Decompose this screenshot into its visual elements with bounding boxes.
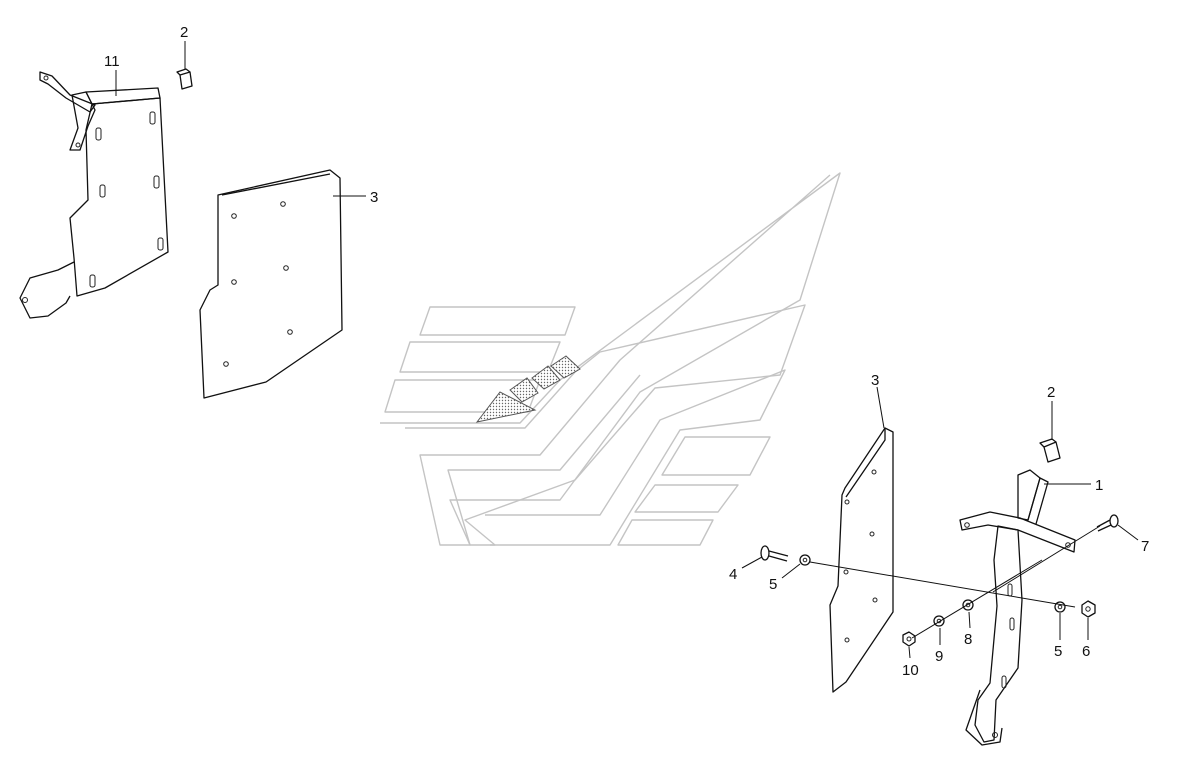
callout-4: 4 bbox=[729, 556, 763, 583]
callout-3-left: 3 bbox=[333, 189, 378, 206]
callout-label-9: 9 bbox=[935, 648, 943, 665]
washer-part-8 bbox=[962, 599, 974, 611]
callout-8: 8 bbox=[964, 611, 972, 648]
callout-label-8: 8 bbox=[964, 631, 972, 648]
callout-label-3-left: 3 bbox=[370, 189, 378, 206]
callout-label-2-right: 2 bbox=[1047, 384, 1055, 401]
bolt-part-4 bbox=[760, 545, 789, 562]
clip-nut-part-2-right bbox=[1039, 438, 1061, 463]
callout-label-11: 11 bbox=[104, 53, 120, 70]
callout-10: 10 bbox=[902, 646, 919, 679]
callout-label-6: 6 bbox=[1082, 643, 1090, 660]
nut-part-10 bbox=[902, 631, 916, 647]
callout-2-top: 2 bbox=[180, 24, 188, 70]
watermark-logo bbox=[380, 172, 841, 546]
callout-5-right: 5 bbox=[1054, 613, 1062, 660]
bracket-part-1 bbox=[959, 469, 1076, 746]
callout-label-4: 4 bbox=[729, 566, 737, 583]
mud-flap-part-3-left bbox=[199, 169, 343, 399]
callout-5-left: 5 bbox=[769, 563, 801, 593]
nut-part-6 bbox=[1081, 600, 1096, 618]
callout-1: 1 bbox=[1044, 477, 1103, 494]
washer-part-5-right bbox=[1054, 601, 1066, 613]
clip-nut-part-2-top bbox=[176, 68, 193, 90]
callout-3-right: 3 bbox=[871, 372, 885, 429]
callout-label-3-right: 3 bbox=[871, 372, 879, 389]
arrow-head-icon bbox=[475, 391, 537, 423]
callout-label-1: 1 bbox=[1095, 477, 1103, 494]
callout-9: 9 bbox=[935, 628, 943, 665]
washer-part-5-left bbox=[799, 554, 811, 566]
callout-7: 7 bbox=[1117, 524, 1149, 555]
callout-label-2-top: 2 bbox=[180, 24, 188, 41]
callout-11: 11 bbox=[104, 53, 120, 96]
mud-flap-part-3-right bbox=[829, 427, 894, 693]
bracket-part-11 bbox=[19, 71, 169, 319]
callout-6: 6 bbox=[1082, 618, 1090, 660]
callout-label-5-right: 5 bbox=[1054, 643, 1062, 660]
callout-label-5-left: 5 bbox=[769, 576, 777, 593]
bolt-part-7 bbox=[1096, 514, 1119, 532]
assembly-lines bbox=[809, 525, 1101, 639]
callout-2-right: 2 bbox=[1047, 384, 1055, 440]
callout-label-7: 7 bbox=[1141, 538, 1149, 555]
lock-washer-part-9 bbox=[933, 615, 945, 627]
callout-label-10: 10 bbox=[902, 662, 919, 679]
